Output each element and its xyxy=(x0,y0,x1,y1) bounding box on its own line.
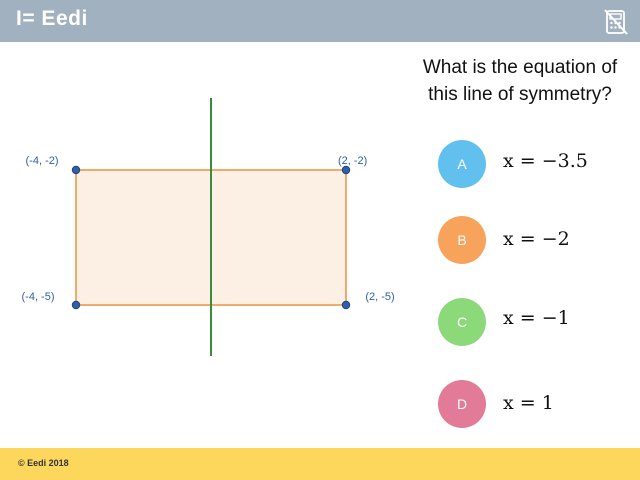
vertex-point-3 xyxy=(341,300,351,310)
option-d-letter: D xyxy=(456,396,468,412)
footer-bar: © Eedi 2018 xyxy=(0,448,640,480)
question-line-1: What is the equation of xyxy=(422,57,618,78)
vertex-point-1 xyxy=(341,165,351,175)
vertex-label-1: (2, -2) xyxy=(338,155,367,167)
option-b-equation: x = −2 xyxy=(503,228,570,250)
option-a-button[interactable]: A xyxy=(438,140,486,188)
vertex-label-0: (-4, -2) xyxy=(26,155,59,167)
option-c-equation: x = −1 xyxy=(503,307,570,329)
header-bar: I= Eedi xyxy=(0,0,640,42)
option-c-button[interactable]: C xyxy=(438,298,486,346)
option-d-equation: x = 1 xyxy=(503,392,554,414)
vertex-label-2: (-4, -5) xyxy=(22,291,55,303)
question-text: What is the equation of this line of sym… xyxy=(402,54,638,108)
copyright-text: © Eedi 2018 xyxy=(18,458,69,468)
option-a-letter: A xyxy=(457,156,467,172)
option-b-button[interactable]: B xyxy=(438,216,486,264)
vertex-point-0 xyxy=(71,165,81,175)
option-b-letter: B xyxy=(457,232,467,248)
option-c-letter: C xyxy=(456,314,468,330)
calculator-crossed-icon xyxy=(604,9,628,35)
vertex-point-2 xyxy=(71,300,81,310)
rectangle-figure: (-4, -2) (2, -2) (-4, -5) (2, -5) xyxy=(22,98,395,356)
option-a-equation: x = −3.5 xyxy=(503,150,588,172)
question-line-2: this line of symmetry? xyxy=(428,84,612,105)
eedi-logo: I= Eedi xyxy=(16,7,88,30)
option-d-button[interactable]: D xyxy=(438,380,486,428)
vertex-label-3: (2, -5) xyxy=(365,291,394,303)
